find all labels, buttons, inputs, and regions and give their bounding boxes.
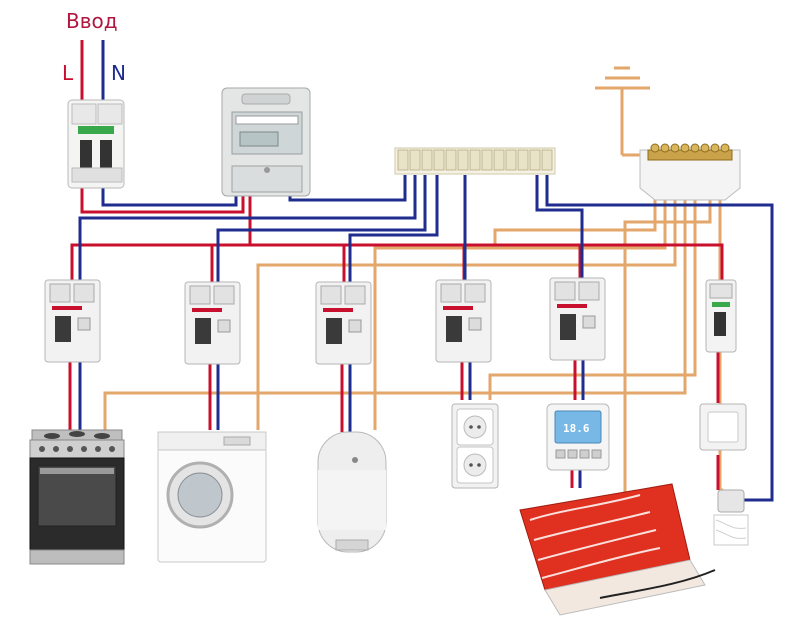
phase-wires [68, 40, 724, 490]
light-switch [699, 403, 747, 451]
thermostat: 18.6 [546, 403, 610, 471]
lighting-breaker [705, 279, 737, 353]
heating-cable [599, 569, 716, 599]
water-heater [317, 431, 387, 553]
rcbo-washer [184, 281, 241, 365]
gas-stove [29, 429, 125, 565]
thermostat-display: 18.6 [563, 422, 590, 435]
double-socket [451, 403, 499, 489]
rcbo-water-heater [315, 281, 372, 365]
rcbo-floor-heating [549, 277, 606, 361]
neutral-label: N [111, 61, 126, 85]
input-label: Ввод [66, 9, 118, 33]
ground-symbol [595, 66, 650, 90]
neutral-wires [78, 40, 774, 502]
main-breaker [67, 99, 125, 189]
electric-meter [221, 87, 311, 197]
cfl-bulb [713, 489, 749, 546]
terminal-block [394, 147, 556, 175]
rcbo-stove [44, 279, 101, 363]
line-label: L [62, 61, 74, 85]
heating-mat [519, 483, 716, 616]
washing-machine [157, 431, 267, 563]
ground-bus-bar [639, 143, 741, 201]
rcbo-sockets [435, 279, 492, 363]
